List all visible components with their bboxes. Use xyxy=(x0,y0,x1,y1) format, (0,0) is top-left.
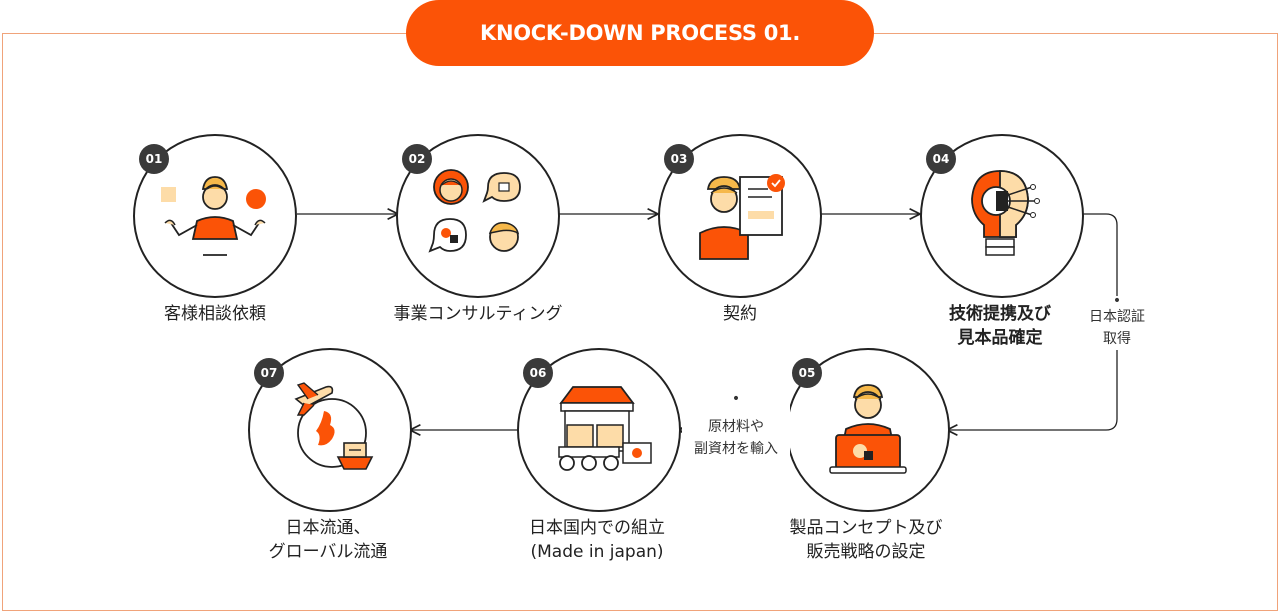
step-06: 06 xyxy=(517,348,681,512)
step-label-line2: (Made in japan) xyxy=(530,542,664,562)
note-bullet: • xyxy=(731,391,741,407)
step-04: 04 xyxy=(920,134,1084,298)
step-07: 07 xyxy=(248,348,412,512)
lightbulb-gear-icon xyxy=(971,170,1040,256)
person-laptop-icon xyxy=(829,384,907,474)
globe-plane-ship-icon xyxy=(294,382,374,470)
step-label: 契約 xyxy=(723,304,757,324)
note-bullet: • xyxy=(1112,293,1122,309)
process-title: KNOCK-DOWN PROCESS 01. xyxy=(406,0,874,66)
step-label: 日本流通、 グローバル流通 xyxy=(198,516,458,564)
materials-line1: 原材料や xyxy=(708,419,764,435)
certification-note: • 日本認証 取得 xyxy=(1076,293,1158,350)
step-02: 02 xyxy=(396,134,560,298)
step-label: 技術提携及び 見本品確定 xyxy=(870,302,1130,350)
step-number: 03 xyxy=(664,144,694,174)
step-label: 客様相談依頼 xyxy=(164,304,266,324)
step-03: 03 xyxy=(658,134,822,298)
step-number: 02 xyxy=(402,144,432,174)
step-label-line2: グローバル流通 xyxy=(268,542,388,562)
contract-document-icon xyxy=(699,174,785,260)
step-label-line1: 製品コンセプト及び xyxy=(789,518,943,538)
step-label-line1: 日本国内での組立 xyxy=(529,518,665,538)
step-label-line2: 見本品確定 xyxy=(957,328,1043,348)
certification-line1: 日本認証 xyxy=(1089,309,1145,325)
certification-line2: 取得 xyxy=(1103,331,1131,347)
person-shapes-icon xyxy=(161,176,266,256)
step-number: 06 xyxy=(523,358,553,388)
materials-note: • 原材料や 副資材を輸入 xyxy=(682,391,790,460)
factory-cart-icon xyxy=(558,386,652,471)
step-label: 製品コンセプト及び 販売戦略の設定 xyxy=(736,516,996,564)
consulting-faces-icon xyxy=(428,169,521,253)
step-05: 05 xyxy=(786,348,950,512)
step-label-line2: 販売戦略の設定 xyxy=(806,542,926,562)
step-number: 04 xyxy=(926,144,956,174)
step-number: 07 xyxy=(254,358,284,388)
step-01: 01 xyxy=(133,134,297,298)
step-label-line1: 日本流通、 xyxy=(285,518,371,538)
step-number: 05 xyxy=(792,358,822,388)
materials-line2: 副資材を輸入 xyxy=(694,441,778,457)
step-label: 事業コンサルティング xyxy=(393,304,563,324)
step-number: 01 xyxy=(139,144,169,174)
step-label-line1: 技術提携及び xyxy=(949,304,1051,324)
step-label: 日本国内での組立 (Made in japan) xyxy=(467,516,727,564)
